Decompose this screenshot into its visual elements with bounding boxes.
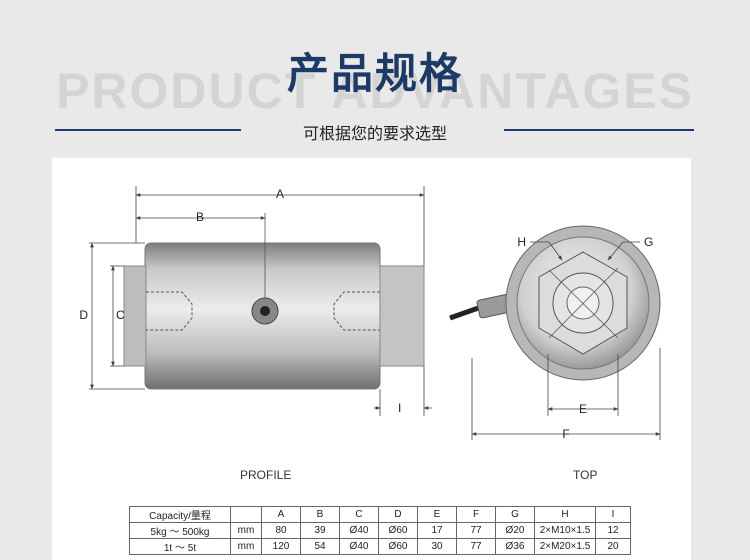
table-cell: Ø60 bbox=[378, 538, 418, 555]
table-header-cell: I bbox=[595, 506, 631, 523]
table-cell: 5kg ～ 500kg bbox=[129, 522, 231, 539]
table-cell: Ø60 bbox=[378, 522, 418, 539]
page-subtitle: 可根据您的要求选型 bbox=[302, 124, 447, 143]
background-watermark-text: PRODUCT ADVANTAGES bbox=[56, 63, 694, 119]
table-header-cell: Capacity/量程 bbox=[129, 506, 231, 523]
title-rule-right bbox=[504, 129, 694, 131]
table-cell: 30 bbox=[417, 538, 457, 555]
spec-table: Capacity/量程 A B C D E F G H I 5kg ～ 500k… bbox=[129, 506, 631, 555]
table-cell: mm bbox=[230, 538, 262, 555]
dim-g-pointer bbox=[607, 241, 624, 261]
table-cell: 12 bbox=[595, 522, 631, 539]
dim-label-d: D bbox=[79, 308, 88, 322]
table-cell: 17 bbox=[417, 522, 457, 539]
profile-view-label: PROFILE bbox=[240, 468, 292, 482]
dim-h-pointer bbox=[548, 241, 563, 261]
table-cell: 1t ～ 5t bbox=[129, 538, 231, 555]
left-thread-bore bbox=[146, 291, 193, 331]
table-cell: 2×M10×1.5 bbox=[534, 522, 596, 539]
title-rule-left bbox=[55, 129, 241, 131]
table-cell: Ø20 bbox=[495, 522, 535, 539]
dim-label-e: E bbox=[579, 402, 587, 416]
table-cell: 77 bbox=[456, 538, 496, 555]
dim-label-h: H bbox=[517, 235, 526, 249]
top-view: H G E F bbox=[449, 225, 661, 441]
table-cell: 39 bbox=[300, 522, 340, 539]
table-header-cell: C bbox=[339, 506, 379, 523]
table-row: 1t ～ 5t mm 120 54 Ø40 Ø60 30 77 Ø36 2×M2… bbox=[129, 538, 631, 555]
table-header-cell: F bbox=[456, 506, 496, 523]
table-header-cell: B bbox=[300, 506, 340, 523]
table-cell: 54 bbox=[300, 538, 340, 555]
table-cell: 20 bbox=[595, 538, 631, 555]
spec-panel: A B D C I bbox=[52, 158, 691, 560]
dim-label-c: C bbox=[116, 308, 125, 322]
dim-label-g: G bbox=[644, 235, 653, 249]
table-header-cell bbox=[230, 506, 262, 523]
page-title: 产品规格 bbox=[286, 49, 463, 98]
table-header-row: Capacity/量程 A B C D E F G H I bbox=[129, 506, 631, 523]
table-cell: Ø36 bbox=[495, 538, 535, 555]
top-diag-1 bbox=[548, 269, 619, 339]
profile-view: A B D C I bbox=[79, 186, 432, 416]
table-cell: Ø40 bbox=[339, 538, 379, 555]
left-thread-stub bbox=[123, 265, 147, 367]
table-cell: 77 bbox=[456, 522, 496, 539]
right-thread-bore bbox=[333, 291, 380, 331]
top-diag-2 bbox=[548, 267, 619, 339]
technical-drawing: A B D C I bbox=[79, 186, 661, 441]
dim-label-f: F bbox=[562, 427, 569, 441]
table-cell: mm bbox=[230, 522, 262, 539]
table-header-cell: H bbox=[534, 506, 596, 523]
table-cell: Ø40 bbox=[339, 522, 379, 539]
cable-gland-inner bbox=[260, 306, 270, 316]
table-cell: 120 bbox=[261, 538, 301, 555]
table-header-cell: E bbox=[417, 506, 457, 523]
table-cell: 2×M20×1.5 bbox=[534, 538, 596, 555]
top-view-label: TOP bbox=[573, 468, 598, 482]
dim-label-a: A bbox=[276, 187, 284, 201]
right-thread-stub bbox=[379, 265, 425, 367]
table-cell: 80 bbox=[261, 522, 301, 539]
dim-label-i: I bbox=[398, 401, 401, 415]
table-header-cell: D bbox=[378, 506, 418, 523]
table-header-cell: A bbox=[261, 506, 301, 523]
dim-label-b: B bbox=[196, 210, 204, 224]
table-header-cell: G bbox=[495, 506, 535, 523]
table-row: 5kg ～ 500kg mm 80 39 Ø40 Ø60 17 77 Ø20 2… bbox=[129, 522, 631, 539]
